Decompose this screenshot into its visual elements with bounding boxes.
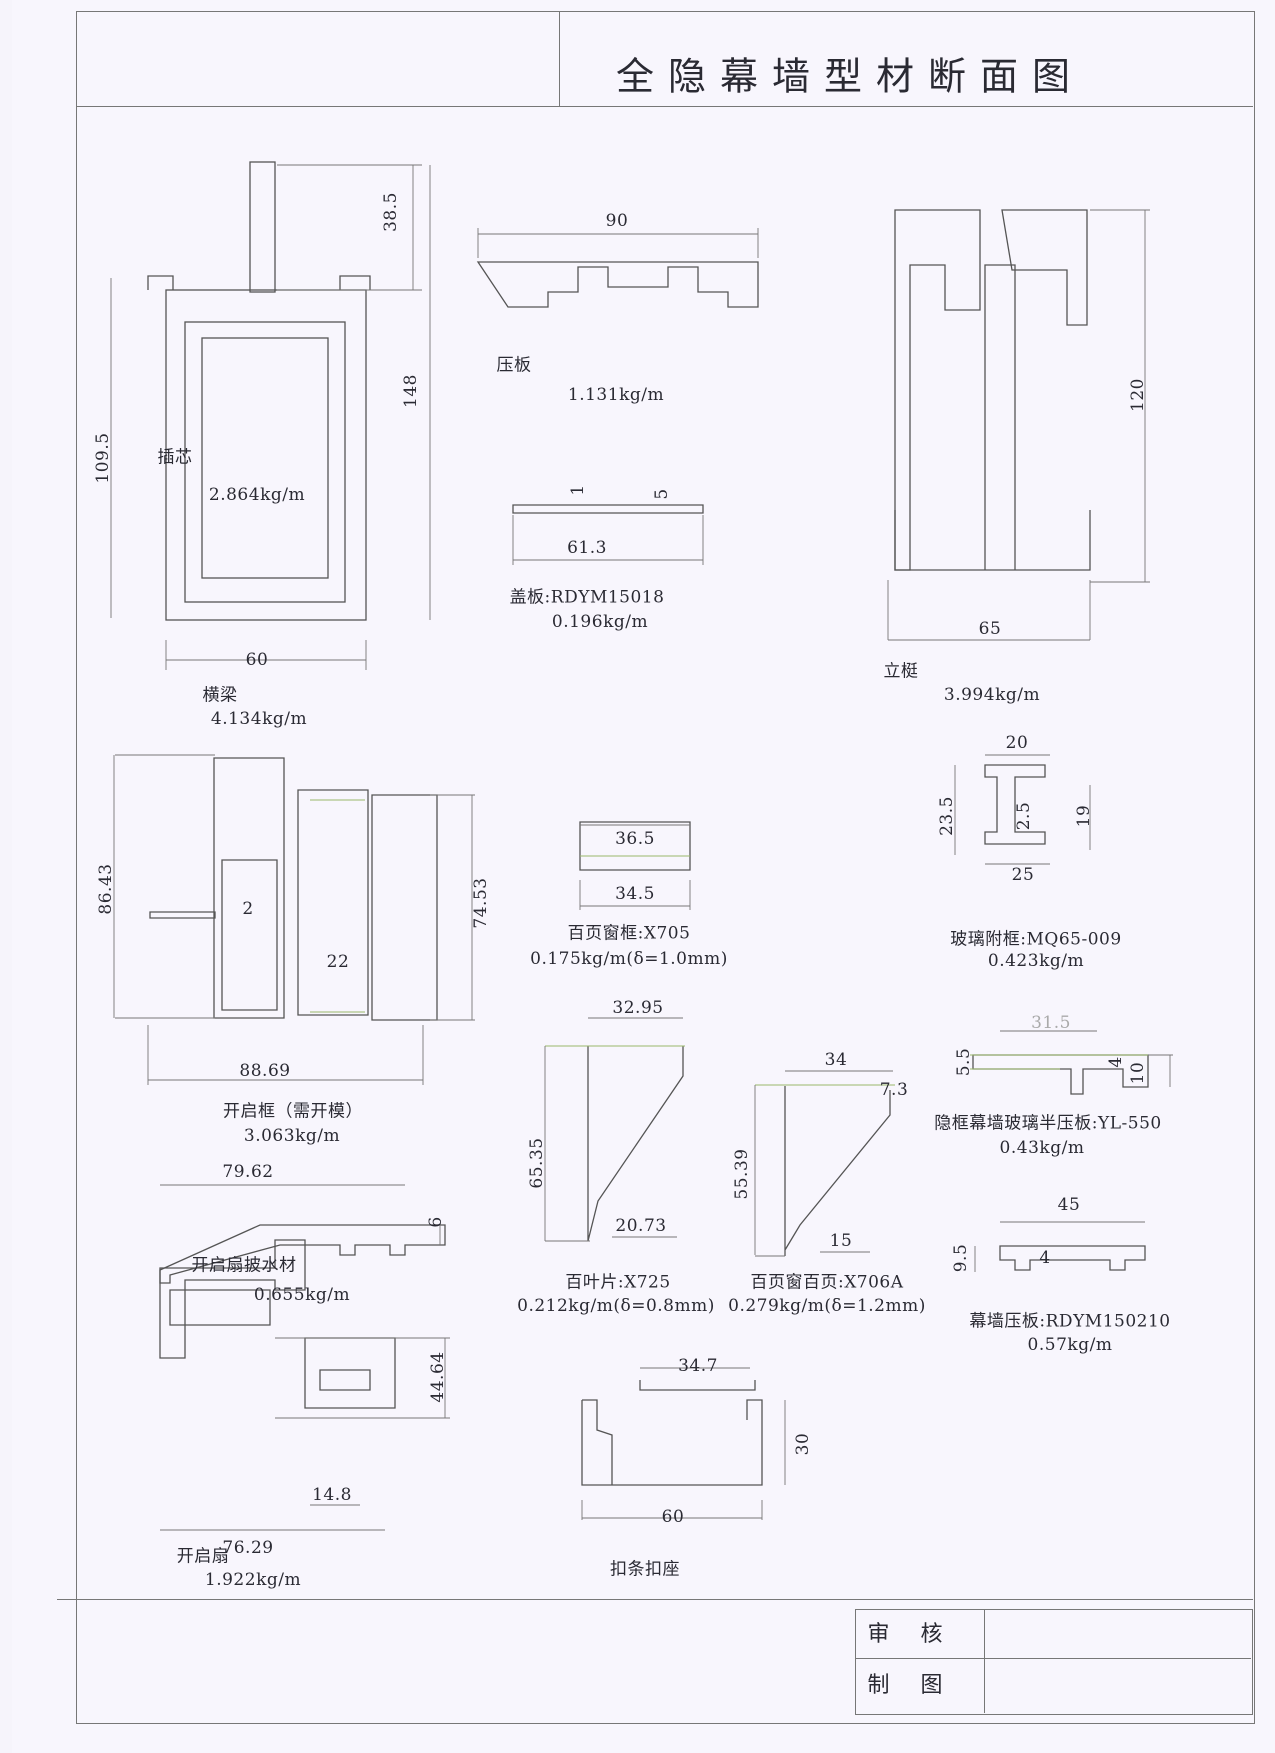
opening-sash-profile — [159, 1239, 450, 1531]
dimension-label: 22 — [326, 952, 350, 972]
mullion-profile — [887, 209, 1150, 641]
insert-label: 插芯 — [157, 447, 193, 468]
dimension-label: 30 — [793, 1432, 813, 1456]
header-line — [76, 106, 1253, 107]
profile-name: 压板 — [496, 355, 532, 376]
profile-name: 玻璃附框:MQ65-009 — [950, 929, 1122, 950]
dimension-label: 23.5 — [937, 796, 957, 836]
profile-name: 开启扇披水材 — [191, 1255, 297, 1276]
opening-frame-profile — [113, 754, 475, 1085]
dimension-label: 65.35 — [527, 1137, 547, 1189]
louver-blade-profile — [544, 1017, 685, 1242]
dimension-label: 38.5 — [381, 192, 401, 232]
profile-weight: 0.57kg/m — [1027, 1335, 1113, 1355]
dimension-label: 25 — [1011, 865, 1035, 885]
dimension-label: 20.73 — [615, 1216, 667, 1236]
drip-profile — [159, 1184, 446, 1284]
dimension-label: 9.5 — [951, 1243, 971, 1273]
louver-frame-profile — [579, 821, 691, 910]
dimension-label: 5 — [652, 488, 672, 500]
dimension-label: 4 — [1039, 1248, 1051, 1268]
signoff-col-divider — [984, 1609, 985, 1713]
profile-weight: 0.196kg/m — [551, 612, 649, 632]
profile-name: 开启扇 — [176, 1546, 230, 1567]
review-label: 审 核 — [867, 1622, 955, 1647]
profile-name: 横梁 — [202, 685, 238, 706]
dimension-label: 90 — [605, 211, 629, 231]
profile-weight: 0.212kg/m(δ=0.8mm) — [517, 1296, 715, 1316]
dimension-label: 74.53 — [471, 877, 491, 929]
profile-name: 百页窗百页:X706A — [750, 1272, 904, 1293]
profile-weight: 1.922kg/m — [204, 1570, 302, 1590]
dimension-label: 34 — [824, 1050, 848, 1070]
dimension-label: 7.3 — [879, 1080, 909, 1100]
profile-name: 开启框（需开模） — [223, 1101, 363, 1122]
dimension-label: 14.8 — [312, 1485, 352, 1505]
dimension-label: 109.5 — [93, 432, 113, 484]
dimension-label: 36.5 — [615, 829, 655, 849]
title-divider — [559, 11, 560, 106]
signoff-table — [855, 1609, 1253, 1715]
profile-weight: 1.131kg/m — [567, 385, 665, 405]
dimension-label: 60 — [661, 1507, 685, 1527]
insert-weight: 2.864kg/m — [208, 485, 306, 505]
signoff-row-divider — [855, 1658, 1251, 1659]
dimension-label: 60 — [245, 650, 269, 670]
profile-weight: 0.655kg/m — [253, 1285, 351, 1305]
dimension-label: 120 — [1128, 378, 1148, 412]
dimension-label: 44.64 — [428, 1351, 448, 1403]
half-pressure-plate-profile — [970, 1030, 1173, 1095]
dimension-label: 2.5 — [1014, 801, 1034, 831]
dimension-label: 19 — [1074, 804, 1094, 828]
profile-weight: 0.175kg/m(δ=1.0mm) — [530, 949, 728, 969]
dimension-label: 88.69 — [239, 1061, 291, 1081]
dimension-label: 148 — [401, 374, 421, 408]
dimension-label: 79.62 — [222, 1162, 274, 1182]
dimension-label: 1 — [568, 484, 588, 496]
dimension-label: 4 — [1106, 1056, 1126, 1068]
glass-subframe-profile — [954, 754, 1091, 865]
dimension-label: 45 — [1057, 1195, 1081, 1215]
drawing-label: 制 图 — [867, 1673, 955, 1698]
profile-name: 扣条扣座 — [610, 1559, 680, 1580]
profile-weight: 4.134kg/m — [210, 709, 308, 729]
dimension-label: 86.43 — [96, 863, 116, 915]
dimension-label: 65 — [978, 619, 1002, 639]
footer-line — [57, 1599, 1253, 1600]
dimension-label: 10 — [1128, 1061, 1148, 1085]
dimension-label: 61.3 — [567, 538, 607, 558]
dimension-label: 55.39 — [732, 1148, 752, 1200]
dimension-label: 32.95 — [612, 998, 664, 1018]
dimension-label: 6 — [426, 1216, 446, 1228]
clip-seat-profile — [581, 1367, 786, 1520]
profile-name: 盖板:RDYM15018 — [509, 587, 665, 608]
pressure-plate-profile — [476, 228, 759, 308]
dimension-label: 34.5 — [615, 884, 655, 904]
profile-weight: 0.279kg/m(δ=1.2mm) — [728, 1296, 926, 1316]
cover-plate-profile — [512, 504, 704, 565]
profile-weight: 0.423kg/m — [987, 951, 1085, 971]
profile-name: 幕墙压板:RDYM150210 — [969, 1311, 1171, 1332]
dimension-label: 5.5 — [954, 1047, 974, 1077]
profile-weight: 0.43kg/m — [999, 1138, 1085, 1158]
dimension-label: 2 — [242, 899, 254, 919]
profile-weight: 3.063kg/m — [243, 1126, 341, 1146]
louver-leaf-profile — [754, 1070, 895, 1257]
profile-name: 百页窗框:X705 — [567, 923, 691, 944]
outer-frame — [76, 11, 1255, 1724]
dimension-label: 15 — [829, 1231, 853, 1251]
profile-name: 百叶片:X725 — [565, 1272, 671, 1293]
dimension-label: 34.7 — [678, 1356, 718, 1376]
dimension-label: 76.29 — [222, 1538, 274, 1558]
crossbeam-profile — [110, 161, 431, 670]
page-title: 全隐幕墙型材断面图 — [615, 54, 1085, 99]
profile-weight: 3.994kg/m — [943, 685, 1041, 705]
profile-name: 隐框幕墙玻璃半压板:YL-550 — [934, 1113, 1162, 1134]
dimension-label: 31.5 — [1031, 1013, 1071, 1033]
profile-name: 立梃 — [883, 661, 919, 682]
dimension-label: 20 — [1005, 733, 1029, 753]
curtain-wall-plate-profile — [974, 1221, 1146, 1272]
